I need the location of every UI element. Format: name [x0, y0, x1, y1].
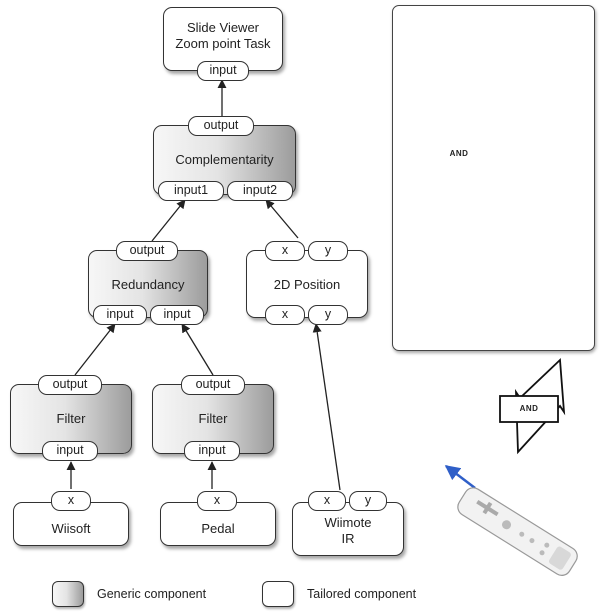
legend-tailored-label: Tailored component: [307, 587, 417, 601]
filter-left-port-output: output: [38, 375, 102, 395]
filter-left-title: Filter: [56, 411, 86, 426]
position-2d-port-y-top: y: [308, 241, 348, 261]
rotation-arrow-icon: [444, 465, 476, 489]
position-2d-port-x-top: x: [265, 241, 305, 261]
connector-2dposition-to-complementarity: [265, 199, 299, 239]
redundancy-port-input-right: input: [150, 305, 204, 325]
filter-right-title: Filter: [198, 411, 228, 426]
position-2d-port-y-bottom: y: [308, 305, 348, 325]
legend-tailored-swatch: [262, 581, 294, 607]
wiimote-ir-title-line1: Wiimote: [324, 515, 372, 530]
lightning-and-symbol-bottom: [499, 358, 566, 455]
position-2d-port-x-bottom: x: [265, 305, 305, 325]
filter-left-port-input: input: [42, 441, 98, 461]
node-2d-position: 2D Position x y x y: [246, 241, 368, 325]
filter-right-port-input: input: [184, 441, 240, 461]
legend-generic-label: Generic component: [97, 587, 207, 601]
node-wiisoft: Wiisoft x: [13, 491, 129, 546]
complementarity-port-input1: input1: [158, 181, 224, 201]
node-redundancy: Redundancy output input input: [88, 241, 208, 325]
connector-wiimote-to-2dposition: [312, 323, 341, 491]
and-label-bottom: AND: [519, 404, 539, 413]
connector-filter-right-to-redundancy: [181, 323, 214, 376]
node-complementarity: Complementarity output input1 input2: [153, 116, 296, 201]
node-pedal: Pedal x: [160, 491, 276, 546]
redundancy-port-output: output: [116, 241, 178, 261]
complementarity-port-input2: input2: [227, 181, 293, 201]
position-2d-title: 2D Position: [273, 277, 341, 292]
wiimote-ir-port-y: y: [349, 491, 387, 511]
slide-viewer-title-line2: Zoom point Task: [175, 36, 271, 51]
wiisoft-port-x: x: [51, 491, 91, 511]
connector-redundancy-to-complementarity: [151, 199, 186, 242]
connector-filter-left-to-redundancy: [74, 323, 116, 376]
wiimote-image: [457, 487, 578, 576]
node-filter-left: Filter output input: [10, 375, 132, 461]
legend-generic-swatch: [52, 581, 84, 607]
redundancy-port-input-left: input: [93, 305, 147, 325]
wiisoft-title: Wiisoft: [51, 521, 91, 536]
node-slide-viewer: Slide Viewer Zoom point Task input: [163, 7, 283, 81]
filter-right-port-output: output: [181, 375, 245, 395]
complementarity-title: Complementarity: [175, 152, 274, 167]
pedal-title: Pedal: [201, 521, 235, 536]
redundancy-title: Redundancy: [111, 277, 185, 292]
wiimote-ir-port-x: x: [308, 491, 346, 511]
and-label-top: AND: [449, 149, 469, 158]
node-filter-right: Filter output input: [152, 375, 274, 461]
node-wiimote-ir: Wiimote IR x y: [292, 491, 404, 556]
wiimote-ir-title-line2: IR: [341, 531, 355, 546]
complementarity-port-output: output: [188, 116, 254, 136]
interaction-illustration-panel: [392, 5, 595, 351]
pedal-port-x: x: [197, 491, 237, 511]
slide-viewer-port-input: input: [197, 61, 249, 81]
slide-viewer-title-line1: Slide Viewer: [186, 20, 260, 35]
